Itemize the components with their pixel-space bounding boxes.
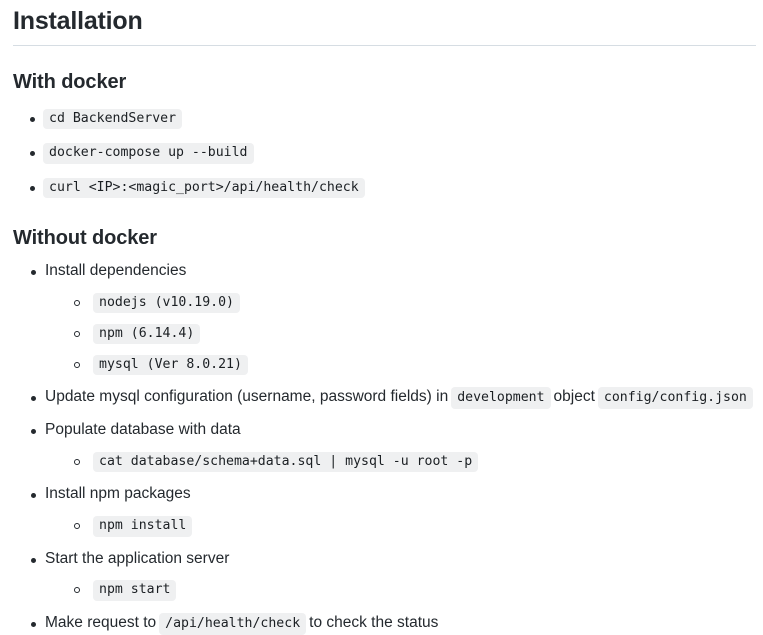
code-snippet[interactable]: cat database/schema+data.sql | mysql -u … — [93, 452, 479, 473]
code-snippet[interactable]: npm install — [93, 516, 193, 537]
npm-install-sublist: npm install — [59, 515, 756, 537]
text-fragment: object — [553, 388, 595, 406]
code-snippet[interactable]: cd BackendServer — [43, 109, 183, 130]
list-item: npm install — [59, 515, 756, 537]
list-item: Install dependencies nodejs (v10.19.0) n… — [13, 261, 756, 376]
code-snippet[interactable]: /api/health/check — [159, 612, 307, 635]
list-item: docker-compose up --build — [13, 142, 756, 164]
page-title: Installation — [13, 0, 756, 47]
text-fragment: Make request to — [45, 613, 157, 631]
dependencies-sublist: nodejs (v10.19.0) npm (6.14.4) mysql (Ve… — [59, 292, 756, 376]
list-item: cd BackendServer — [13, 108, 756, 130]
code-snippet[interactable]: npm (6.14.4) — [93, 323, 201, 345]
list-item: mysql (Ver 8.0.21) — [59, 354, 756, 376]
list-item: Install npm packages npm install — [13, 484, 756, 537]
list-item-label: Update mysql configuration (username, pa… — [45, 387, 756, 410]
code-snippet[interactable]: development — [451, 387, 551, 410]
section-heading-with-docker: With docker — [13, 71, 127, 94]
list-item: Populate database with data cat database… — [13, 420, 756, 473]
manual-steps-list: Install dependencies nodejs (v10.19.0) n… — [13, 261, 756, 635]
list-item-label: Install npm packages — [45, 485, 191, 503]
list-item: Start the application server npm start — [13, 549, 756, 601]
list-item: curl <IP>:<magic_port>/api/health/check — [13, 177, 756, 198]
npm-start-sublist: npm start — [59, 579, 756, 601]
text-fragment: to check the status — [309, 613, 439, 631]
list-item: npm (6.14.4) — [59, 323, 756, 345]
populate-sublist: cat database/schema+data.sql | mysql -u … — [59, 451, 756, 473]
code-snippet[interactable]: nodejs (v10.19.0) — [93, 292, 240, 313]
section-without-docker: Without docker Install dependencies node… — [13, 226, 756, 635]
code-snippet[interactable]: npm start — [93, 580, 177, 601]
list-item-label: Start the application server — [45, 549, 230, 567]
code-snippet[interactable]: docker-compose up --build — [43, 143, 254, 164]
code-snippet[interactable]: mysql (Ver 8.0.21) — [93, 355, 248, 376]
section-heading-without-docker: Without docker — [13, 226, 157, 249]
list-item: nodejs (v10.19.0) — [59, 292, 756, 313]
docker-steps-list: cd BackendServer docker-compose up --bui… — [13, 108, 756, 198]
list-item-label: Populate database with data — [45, 421, 241, 439]
list-item: Update mysql configuration (username, pa… — [13, 387, 756, 410]
list-item: cat database/schema+data.sql | mysql -u … — [59, 451, 756, 473]
installation-document: Installation With docker cd BackendServe… — [13, 0, 756, 635]
list-item-label: Install dependencies — [45, 261, 187, 279]
code-snippet[interactable]: config/config.json — [597, 387, 753, 410]
list-item: npm start — [59, 579, 756, 601]
code-snippet[interactable]: curl <IP>:<magic_port>/api/health/check — [43, 177, 365, 198]
section-with-docker: With docker cd BackendServer docker-comp… — [13, 70, 756, 198]
text-fragment: Update mysql configuration (username, pa… — [45, 388, 449, 406]
